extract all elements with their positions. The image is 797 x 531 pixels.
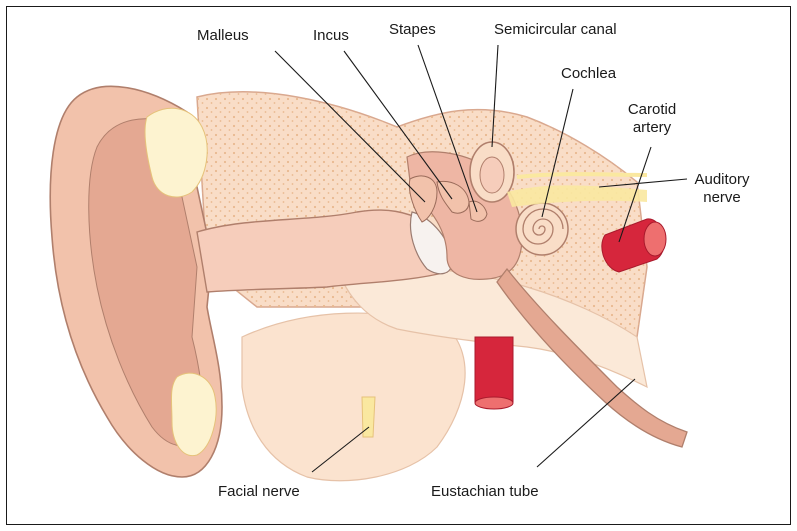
label-carotid-artery-line2: artery: [612, 119, 692, 137]
label-auditory-nerve-line2: nerve: [682, 189, 762, 207]
lower-soft-tissue: [242, 313, 465, 481]
label-incus: Incus: [313, 27, 349, 45]
carotid-artery-opening: [644, 222, 666, 256]
label-semicircular-canal: Semicircular canal: [494, 21, 617, 39]
label-stapes: Stapes: [389, 21, 436, 39]
label-carotid-artery-line1: Carotid: [612, 101, 692, 119]
label-carotid-artery: Carotid artery: [612, 101, 692, 137]
label-malleus: Malleus: [197, 27, 249, 45]
label-facial-nerve: Facial nerve: [218, 483, 300, 501]
semicircular-canal-inner: [480, 157, 504, 193]
ear-anatomy-illustration: [7, 7, 792, 526]
carotid-artery-lower-opening: [475, 397, 513, 409]
eustachian-tube-leader: [537, 379, 635, 467]
label-auditory-nerve: Auditory nerve: [682, 171, 762, 207]
cochlea-shape: [516, 203, 568, 255]
label-eustachian-tube: Eustachian tube: [431, 483, 539, 501]
diagram-frame: Malleus Incus Stapes Semicircular canal …: [6, 6, 791, 525]
label-cochlea: Cochlea: [561, 65, 616, 83]
cartilage-upper: [145, 108, 207, 197]
label-auditory-nerve-line1: Auditory: [682, 171, 762, 189]
